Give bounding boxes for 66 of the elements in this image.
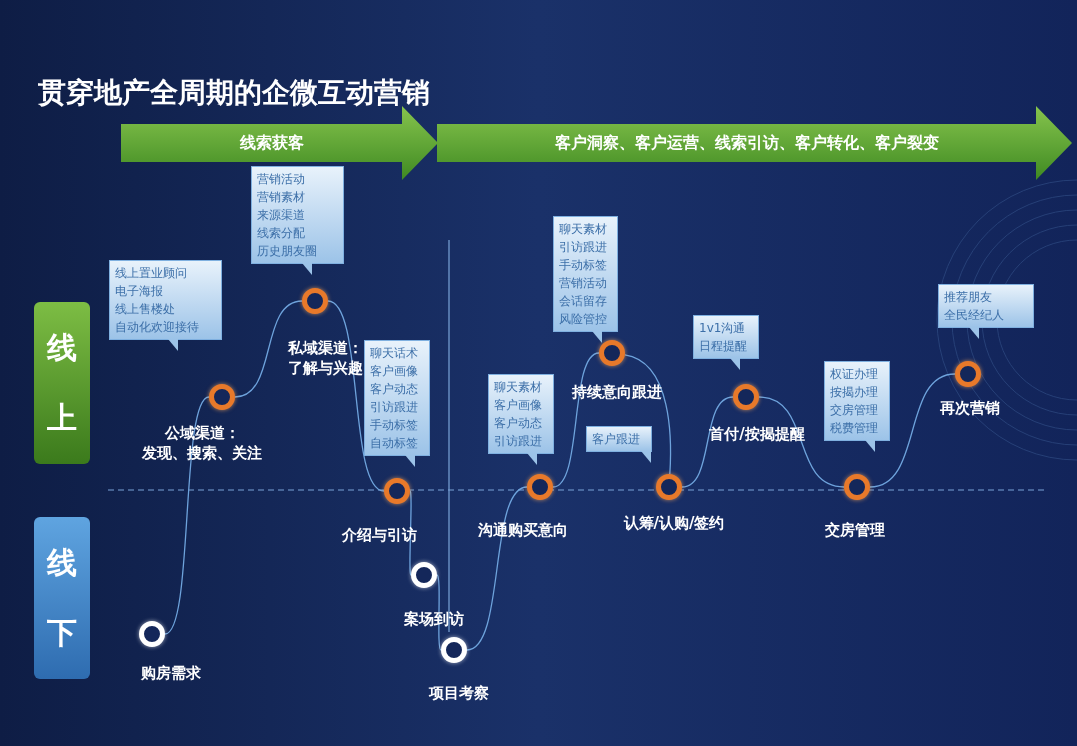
callout-text: 会话留存	[559, 293, 608, 310]
curve-connector	[869, 373, 956, 488]
stage-label: 了解与兴趣	[287, 358, 363, 378]
callout-text: 引访跟进	[494, 433, 543, 450]
callout-text: 客户动态	[494, 415, 543, 432]
callout-text: 风险管控	[559, 311, 608, 328]
stage-label: 公域渠道：	[163, 423, 241, 443]
callout-text: 日程提醒	[699, 338, 748, 355]
callout-text: 引访跟进	[559, 239, 608, 256]
side-bar	[34, 517, 90, 679]
curve-connector	[327, 300, 385, 492]
callout-text: 客户画像	[494, 397, 543, 414]
callout-text: 聊天话术	[370, 345, 419, 362]
callout-text: 营销活动	[257, 171, 306, 188]
callout-text: 线上置业顾问	[115, 265, 188, 282]
stage-label: 再次营销	[940, 398, 1000, 418]
callout-text: 来源渠道	[257, 207, 306, 224]
stage-label: 首付/按揭提醒	[709, 424, 805, 444]
stage-label: 案场到访	[404, 609, 464, 629]
stage-label: 发现、搜索、关注	[142, 443, 262, 463]
arrow-band	[437, 106, 1072, 180]
callout-text: 推荐朋友	[944, 289, 993, 306]
stage-label: 认筹/认购/签约	[623, 513, 725, 533]
curve-connector	[234, 300, 303, 398]
callout-text: 交房管理	[830, 402, 879, 419]
callout-text: 聊天素材	[559, 221, 608, 238]
callout-text: 线上售楼处	[115, 301, 176, 318]
callout-text: 权证办理	[830, 366, 879, 383]
stage-label: 介绍与引访	[341, 525, 417, 545]
callout-text: 引访跟进	[370, 399, 419, 416]
callout-text: 营销素材	[257, 189, 306, 206]
curve-connector	[466, 486, 528, 651]
callout-text: 自动标签	[370, 435, 419, 452]
callout-text: 全民经纪人	[944, 307, 1005, 324]
callout-text: 客户动态	[370, 381, 419, 398]
callout-text: 客户画像	[370, 363, 419, 380]
callout-text: 按揭办理	[830, 384, 879, 401]
curve-connector	[164, 396, 210, 635]
stage-label: 持续意向跟进	[572, 382, 662, 402]
callout-text: 1v1沟通	[699, 320, 747, 337]
side-label: 线上	[47, 329, 77, 437]
callout-text: 手动标签	[370, 417, 419, 434]
curve-connector	[409, 490, 412, 576]
band-label: 线索获客	[239, 132, 304, 154]
stage-label: 交房管理	[825, 520, 885, 540]
callout-text: 客户跟进	[592, 431, 641, 448]
stage-label: 购房需求	[141, 663, 201, 683]
callout-text: 营销活动	[559, 275, 608, 292]
callout-text: 手动标签	[559, 257, 608, 274]
curve-connector	[436, 574, 442, 651]
band-label: 客户洞察、客户运营、线索引访、客户转化、客户裂变	[554, 132, 939, 154]
title: 贯穿地产全周期的企微互动营销	[38, 75, 430, 111]
curve-connector	[552, 352, 600, 488]
callout-text: 税费管理	[830, 420, 879, 437]
stage-label: 沟通购买意向	[478, 520, 568, 540]
callout-text: 线索分配	[257, 225, 306, 242]
stage-label: 私域渠道：	[287, 338, 363, 358]
callout-text: 聊天素材	[494, 379, 543, 396]
side-bar	[34, 302, 90, 464]
side-label: 线下	[47, 544, 77, 652]
curve-connector	[681, 396, 734, 488]
curve-connector	[758, 396, 845, 488]
callout-text: 历史朋友圈	[257, 243, 318, 260]
callout-text: 自动化欢迎接待	[115, 319, 200, 336]
stage-label: 项目考察	[429, 683, 489, 703]
callout-text: 电子海报	[115, 283, 164, 300]
